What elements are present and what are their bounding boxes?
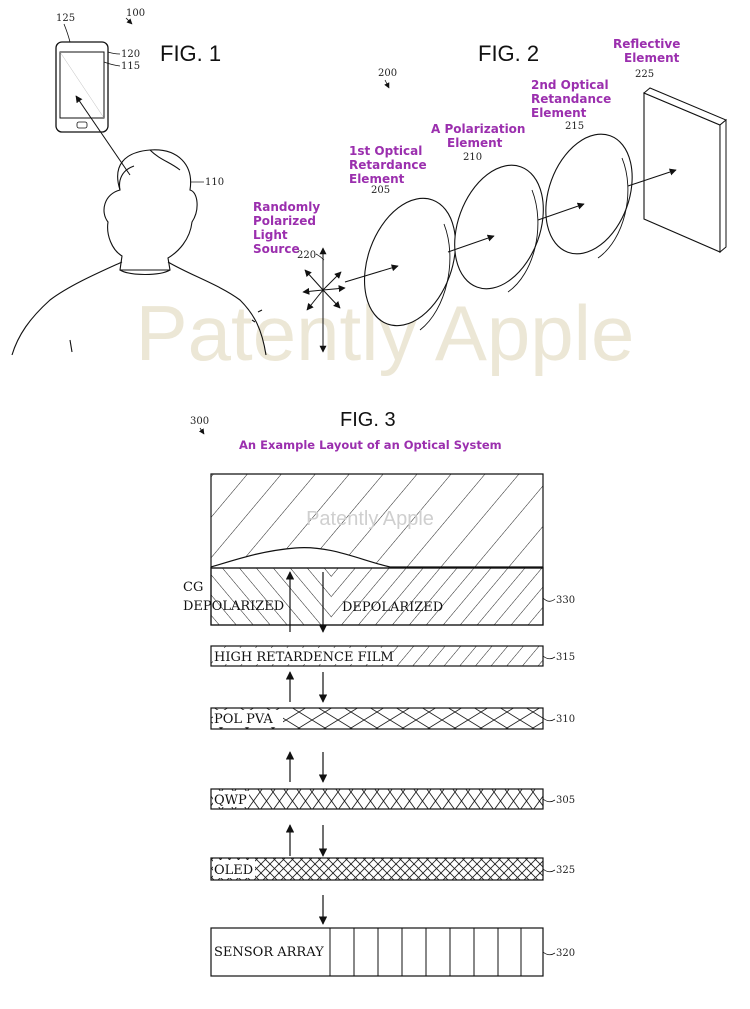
fig2-title: FIG. 2 (478, 41, 539, 66)
first-retarder-disk (363, 197, 457, 327)
oled-label: OLED (214, 863, 253, 878)
fig3-subtitle: An Example Layout of an Optical System (239, 438, 502, 452)
ref-330: 330 (556, 595, 575, 606)
polarizer-disk (454, 164, 544, 290)
fig3-title: FIG. 3 (340, 409, 396, 431)
label-second-retard-3: Element (531, 106, 587, 120)
cg-depolarized-left: DEPOLARIZED (183, 599, 284, 614)
label-polarization-1: A Polarization (431, 122, 525, 136)
label-reflective-1: Reflective (613, 37, 680, 51)
ref-210: 210 (463, 152, 482, 163)
label-reflective-2: Element (624, 51, 680, 65)
cg-depolarized-right: DEPOLARIZED (342, 600, 443, 615)
ref-300: 300 (190, 416, 209, 427)
pol-label: POL PVA (214, 712, 273, 727)
ref-200: 200 (378, 68, 397, 79)
cg-label: CG (183, 580, 203, 595)
ref-115: 115 (121, 61, 140, 72)
fig3-group: FIG. 3 300 An Example Layout of an Optic… (183, 409, 575, 977)
label-first-retard-1: 1st Optical (349, 144, 422, 158)
label-source-4: Source (253, 242, 300, 256)
fig1-group: FIG. 1 125 100 120 115 110 (11, 8, 267, 356)
film-label: HIGH RETARDENCE FILM (214, 650, 394, 665)
ref-310: 310 (556, 714, 575, 725)
ref-110: 110 (205, 177, 224, 188)
label-source-1: Randomly (253, 200, 320, 214)
sensor-array-cells (329, 928, 522, 976)
ref-315: 315 (556, 652, 575, 663)
label-source-2: Polarized (253, 214, 316, 228)
sensor-label: SENSOR ARRAY (214, 945, 324, 960)
ref-325: 325 (556, 865, 575, 876)
layer-sensor-array (210, 927, 544, 977)
layer-qwp (210, 788, 544, 810)
light-beam (344, 168, 677, 283)
ref-320: 320 (556, 948, 575, 959)
ref-225: 225 (635, 69, 654, 80)
label-polarization-2: Element (447, 136, 503, 150)
ref-220: 220 (297, 250, 316, 261)
ref-305: 305 (556, 795, 575, 806)
label-source-3: Light (253, 228, 288, 242)
user-figure (11, 149, 267, 356)
fig3-light-arrows (285, 571, 328, 925)
ref-100: 100 (126, 8, 145, 19)
watermark-small: Patently Apple (306, 508, 434, 530)
cover-glass-block (210, 473, 544, 568)
label-second-retard-1: 2nd Optical (531, 78, 609, 92)
label-second-retard-2: Retandance (531, 92, 611, 106)
label-first-retard-2: Retardance (349, 158, 427, 172)
light-source-rays (302, 247, 346, 353)
second-retarder-disk (545, 133, 633, 255)
ref-205: 205 (371, 185, 390, 196)
label-first-retard-3: Element (349, 172, 405, 186)
ref-120: 120 (121, 49, 140, 60)
layer-oled (210, 857, 544, 881)
ref-125: 125 (56, 13, 75, 24)
ref-215: 215 (565, 121, 584, 132)
fig2-group: FIG. 2 200 Randomly Polarized Light Sour… (253, 37, 727, 353)
fig1-title: FIG. 1 (160, 41, 221, 66)
qwp-label: QWP (214, 793, 247, 808)
